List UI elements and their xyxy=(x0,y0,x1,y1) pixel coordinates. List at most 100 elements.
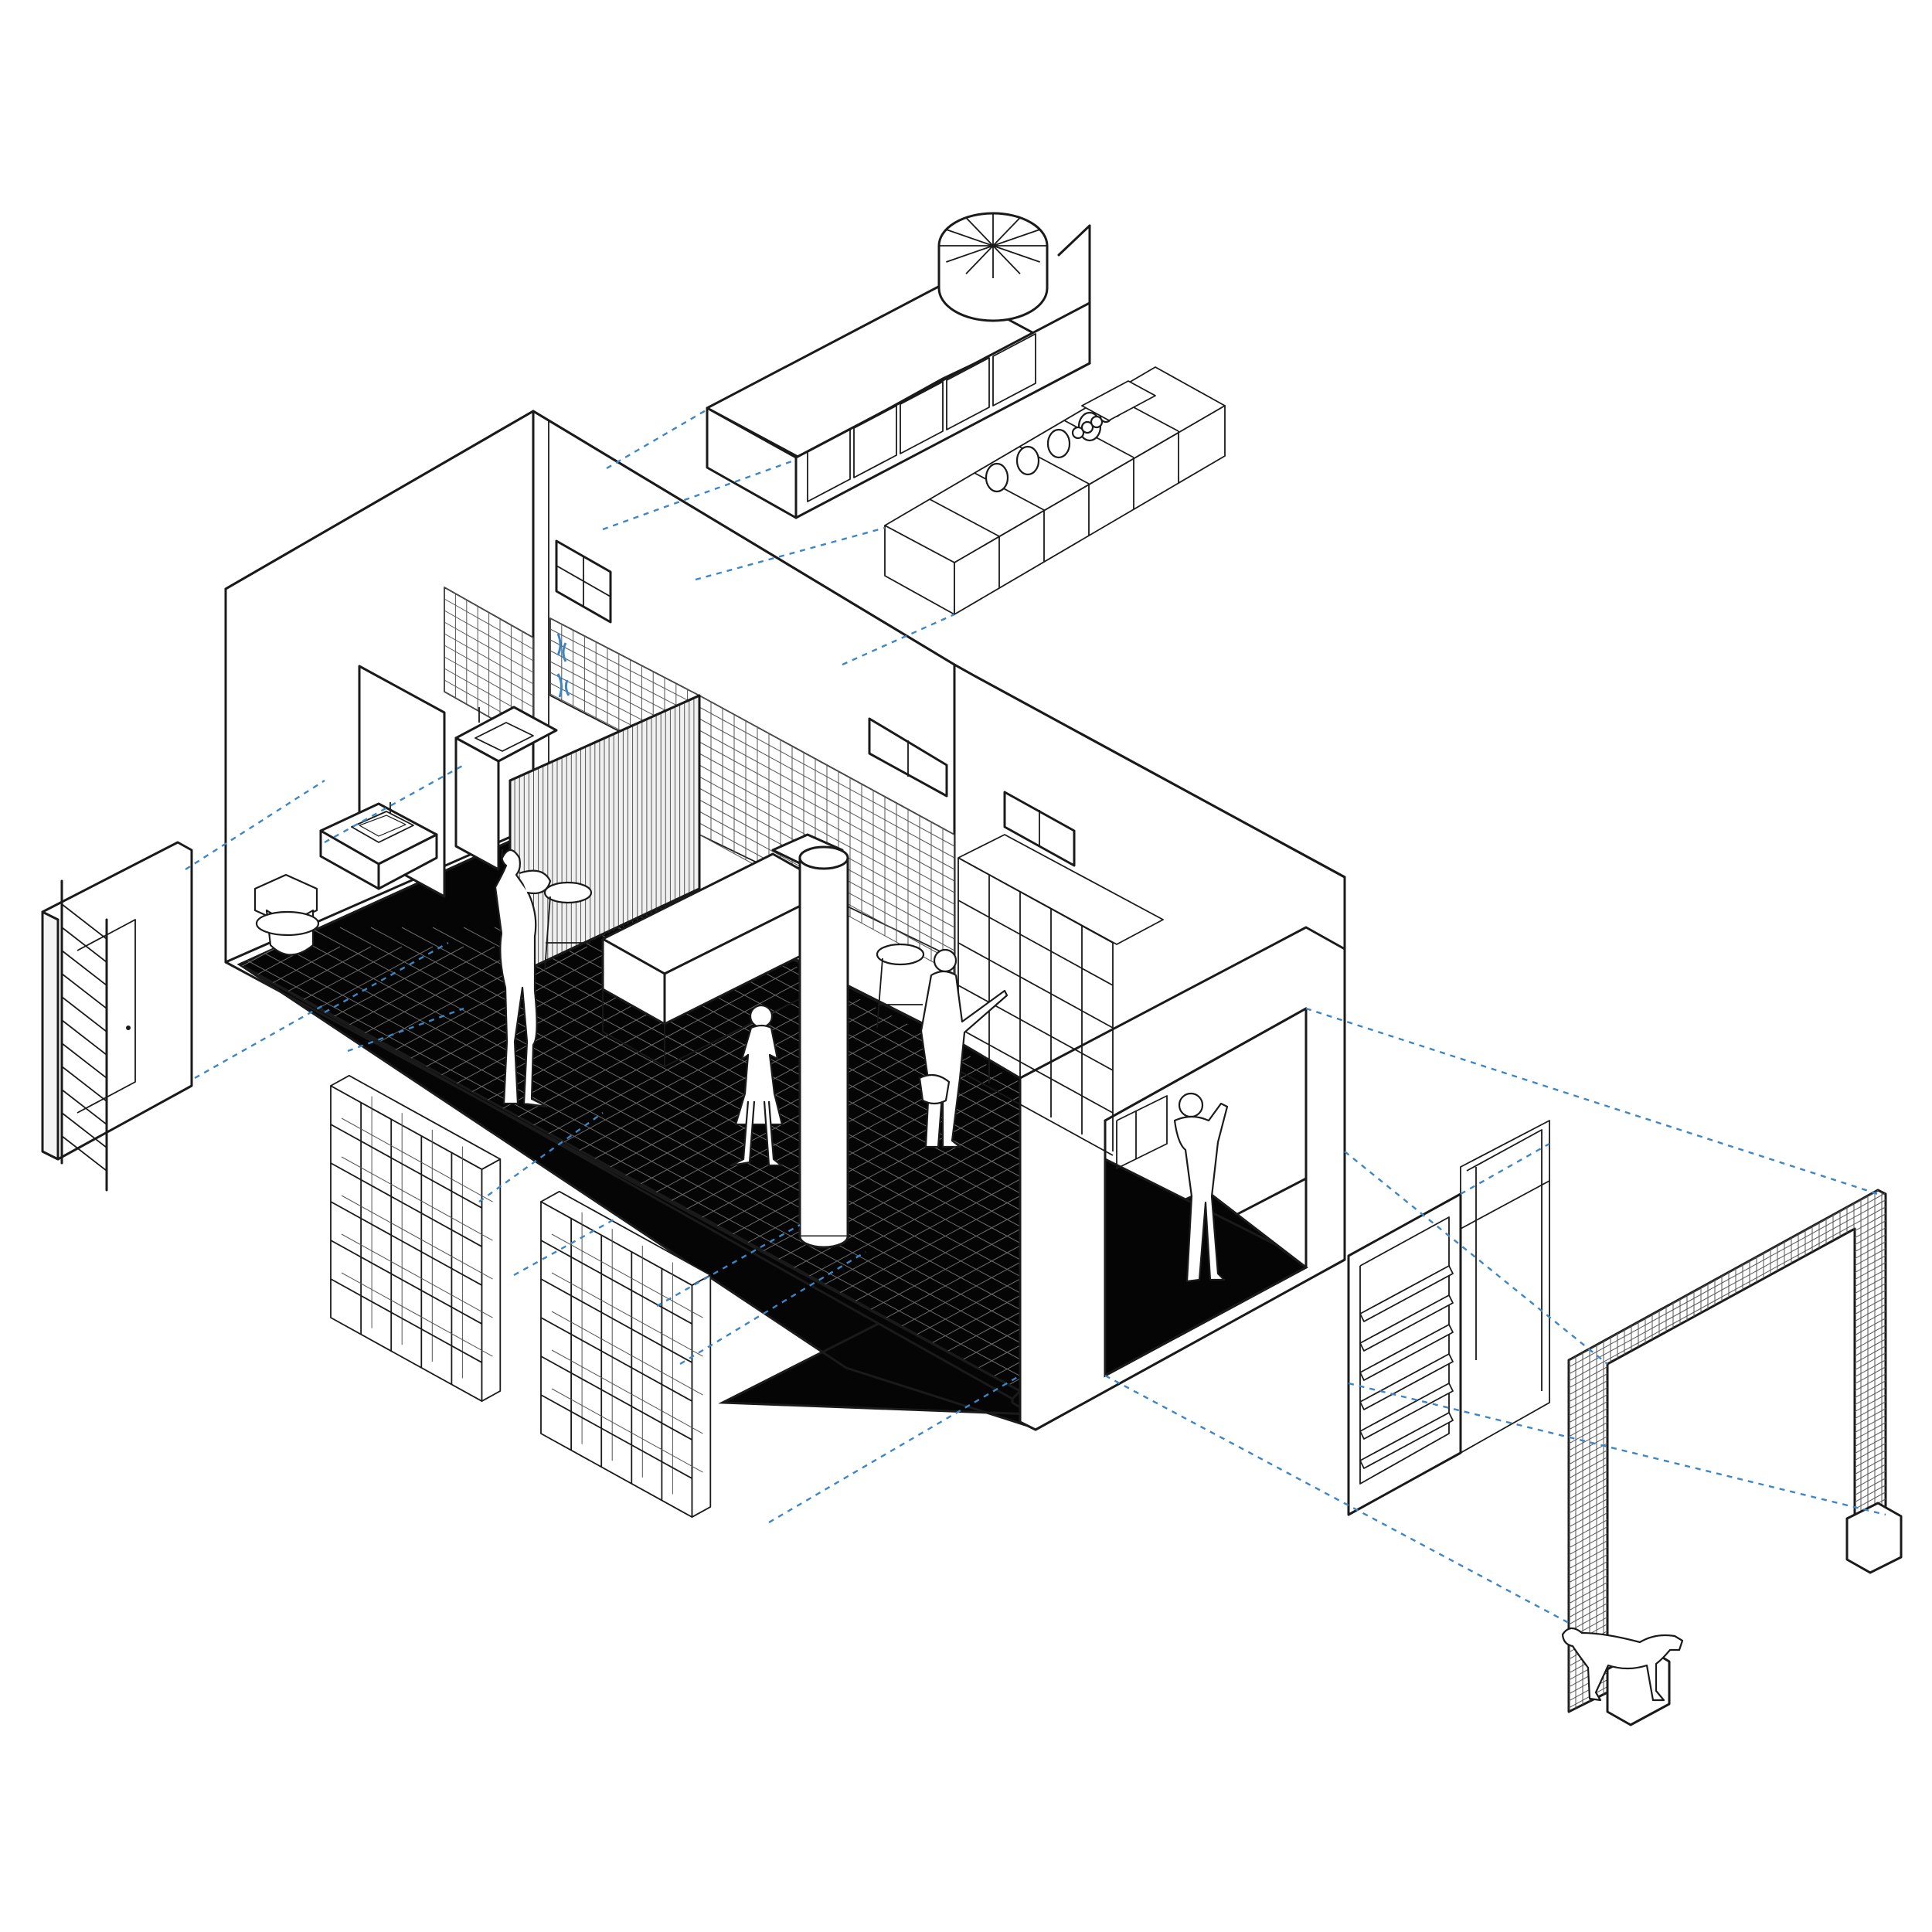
shelf-board-back xyxy=(551,1349,703,1434)
ladder-rung xyxy=(61,950,107,986)
mesh-wire xyxy=(1569,1364,1886,1542)
mesh-wire xyxy=(1569,1454,1886,1632)
shelf-board-back xyxy=(551,1311,703,1396)
rack-divider xyxy=(929,498,1000,537)
floor-tile-line xyxy=(0,947,31,1777)
floor-tile-line xyxy=(1669,927,1932,1758)
floor-tile-line xyxy=(1731,927,1932,1758)
floor-tile-line xyxy=(240,946,897,1391)
mesh-wire xyxy=(1569,1343,1886,1521)
ladder-rung xyxy=(61,973,107,1009)
floor-tile-line xyxy=(1731,947,1932,1777)
mesh-wire xyxy=(1569,1225,1886,1403)
mesh-wire xyxy=(1569,829,1889,1005)
main-room xyxy=(0,410,1932,1777)
mesh-wire xyxy=(1569,940,1889,1117)
tile-joint xyxy=(549,639,700,718)
shelf-board xyxy=(330,1201,482,1286)
tank-rib xyxy=(992,245,1040,263)
ladder-rung xyxy=(61,1066,107,1102)
floor-tile-line xyxy=(432,927,1020,1391)
partition-top-edge xyxy=(953,663,1346,951)
ladder-rung xyxy=(61,1112,107,1148)
mesh-wire xyxy=(1569,1378,1886,1556)
floor-tile-line xyxy=(240,946,743,1391)
mesh-wire xyxy=(1569,954,1889,1131)
window-right xyxy=(1003,791,1076,867)
mesh-wire xyxy=(1569,801,1889,978)
person-standing-center xyxy=(730,1004,784,1167)
mesh-wire xyxy=(1569,1190,1886,1201)
floor-tile-line xyxy=(525,927,1020,1391)
exploded-shelving-unit-right xyxy=(540,1190,712,1518)
water-tank xyxy=(937,212,1049,322)
mesh-wire xyxy=(1569,1190,1886,1229)
mesh-wire xyxy=(1569,1190,1886,1368)
floor-tile-line xyxy=(1700,947,1932,1777)
back-room-shelf xyxy=(1116,1095,1168,1169)
mesh-wire xyxy=(1569,899,1889,1075)
mesh-wire xyxy=(1569,1336,1886,1514)
shelf-board xyxy=(957,942,1114,1029)
floor-tile-line xyxy=(1917,927,1932,1758)
mesh-wire xyxy=(1569,1357,1886,1535)
floor-tile-line xyxy=(240,927,1020,1391)
louvre-blade xyxy=(1359,1294,1454,1352)
mesh-wire xyxy=(1569,1274,1886,1451)
mesh-wire xyxy=(1569,961,1889,1138)
floor-tile-line xyxy=(1886,927,1932,1758)
shelf-board-back xyxy=(341,1156,493,1241)
shelf-board-back xyxy=(551,1388,703,1473)
mesh-wire xyxy=(1569,885,1889,1061)
window-upper-left xyxy=(555,539,612,624)
shelf-board xyxy=(957,985,1114,1071)
floor-tile-line xyxy=(648,927,1020,1391)
ladder-rung xyxy=(61,903,107,940)
mesh-wire xyxy=(1569,968,1889,1145)
floor-tile-line xyxy=(1917,947,1932,1777)
mesh-wire xyxy=(1569,1204,1886,1382)
mesh-wire xyxy=(1569,1281,1886,1458)
shelf-board-back xyxy=(341,1195,493,1280)
mesh-wire xyxy=(1569,794,1889,971)
toilet xyxy=(253,873,320,956)
floor-tile-line xyxy=(1886,947,1932,1777)
shelf-board-back xyxy=(341,1233,493,1318)
shelf-board xyxy=(330,1162,482,1247)
floor-tile-line xyxy=(240,927,1020,1391)
mesh-wire xyxy=(1569,1190,1886,1277)
mesh-wire xyxy=(1569,1197,1886,1375)
floor-tile-line xyxy=(240,946,866,1391)
mesh-wire xyxy=(1569,1232,1886,1410)
louvre-blade xyxy=(1359,1353,1454,1410)
tile-joint xyxy=(699,753,955,893)
floor-tile-line xyxy=(308,927,1020,1391)
mesh-wire xyxy=(1569,822,1889,998)
mesh-wire xyxy=(1569,1190,1886,1354)
mesh-wire xyxy=(1569,1427,1886,1604)
mesh-wire xyxy=(1569,1190,1886,1215)
rack-divider xyxy=(1063,420,1134,458)
floor-tile-line xyxy=(463,927,1020,1391)
mesh-wire xyxy=(1569,1434,1886,1611)
cabinet-panel xyxy=(807,429,851,502)
exploded-door-panel xyxy=(41,841,193,1161)
floor-tile-line xyxy=(1638,927,1932,1758)
mesh-wire xyxy=(1569,989,1889,1165)
ladder-rung xyxy=(61,927,107,963)
mesh-wire xyxy=(1569,1003,1889,1179)
shelf-board-back xyxy=(551,1272,703,1357)
floor-tile-line xyxy=(1762,927,1932,1758)
mesh-wire xyxy=(1569,892,1889,1068)
floor-tile-line xyxy=(710,927,1020,1391)
floor-tile-line xyxy=(1886,927,1932,1758)
tank-rib xyxy=(992,229,1040,247)
mesh-wire xyxy=(1569,1385,1886,1563)
floor-tile-line xyxy=(0,927,31,1758)
tank-rib xyxy=(992,245,1021,274)
mesh-wire xyxy=(1569,1190,1886,1291)
floor-tile-line xyxy=(240,946,959,1391)
exploded-shelving-unit-left xyxy=(330,1074,502,1402)
mesh-wire xyxy=(1569,982,1889,1158)
